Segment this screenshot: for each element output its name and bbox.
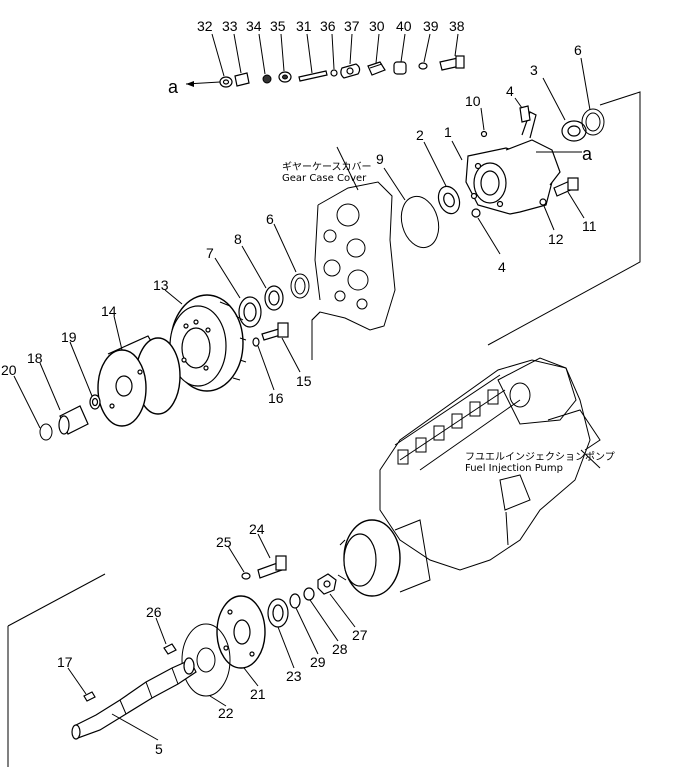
label-11: 11: [582, 218, 597, 234]
label-21: 21: [250, 686, 266, 702]
bearing-7: [238, 296, 262, 328]
gear-case-caption-en: Gear Case Cover: [282, 173, 367, 184]
label-29: 29: [310, 654, 326, 670]
label-15: 15: [296, 373, 312, 389]
seal-3: [561, 120, 587, 142]
label-31: 31: [296, 18, 312, 34]
gear-13: [169, 294, 247, 392]
label-4-top: 4: [506, 83, 514, 99]
bearing-23: [267, 598, 289, 628]
label-28: 28: [332, 641, 348, 657]
top-leaders: [211, 33, 459, 77]
seal-8: [264, 285, 284, 311]
pump-caption-jp: フユエルインジェクションポンプ: [465, 451, 615, 463]
label-1: 1: [444, 124, 452, 140]
label-4-bottom: 4: [498, 259, 506, 275]
label-30: 30: [369, 18, 385, 34]
label-6-top: 6: [574, 42, 582, 58]
label-35: 35: [270, 18, 286, 34]
bearing-2: [437, 185, 461, 215]
bolt-24: [257, 555, 287, 579]
nut-27: [317, 573, 337, 595]
fuel-injection-pump: [337, 357, 601, 597]
label-17: 17: [57, 654, 73, 670]
bolt-15: [252, 322, 289, 347]
ring-20: [39, 423, 53, 441]
label-2: 2: [416, 127, 424, 143]
hub-14: [97, 335, 181, 427]
label-37: 37: [344, 18, 360, 34]
label-14: 14: [101, 303, 117, 319]
gear-case-cover: [311, 146, 396, 360]
label-36: 36: [320, 18, 336, 34]
label-7: 7: [206, 245, 214, 261]
ref-a-left: a: [168, 77, 179, 97]
washer-28: [303, 587, 315, 601]
gear-case-caption-jp: ギヤーケースカバー: [282, 161, 372, 173]
part-number-labels: 32 33 34 35 31 36 37 30 40 39 38 a 6 3 1…: [1, 18, 615, 757]
leader-lines: [13, 57, 601, 741]
label-40: 40: [396, 18, 412, 34]
label-6-mid: 6: [266, 211, 274, 227]
label-16: 16: [268, 390, 284, 406]
label-23: 23: [286, 668, 302, 684]
flange-21: [216, 595, 266, 669]
frame-lines: [7, 91, 641, 767]
label-19: 19: [61, 329, 77, 345]
pump-caption-en: Fuel Injection Pump: [465, 463, 563, 474]
label-20: 20: [1, 362, 17, 378]
label-26: 26: [146, 604, 162, 620]
key-17: [83, 691, 96, 702]
label-34: 34: [246, 18, 262, 34]
label-18: 18: [27, 350, 43, 366]
label-9: 9: [376, 151, 384, 167]
gasket-6-top: [581, 108, 605, 136]
label-33: 33: [222, 18, 238, 34]
label-3: 3: [530, 62, 538, 78]
label-24: 24: [249, 521, 265, 537]
bush-18: [58, 405, 89, 435]
label-39: 39: [423, 18, 439, 34]
label-22: 22: [218, 705, 234, 721]
label-25: 25: [216, 534, 232, 550]
housing-1: [465, 111, 582, 215]
label-10: 10: [465, 93, 481, 109]
washer-25: [241, 572, 251, 580]
label-27: 27: [352, 627, 368, 643]
gasket-22: [181, 623, 231, 697]
washer-29: [289, 593, 301, 609]
gasket-6-mid: [290, 273, 310, 299]
bolts-housing: [471, 105, 579, 218]
ref-a-right: a: [582, 144, 593, 164]
shaft-5: [71, 657, 197, 740]
label-38: 38: [449, 18, 465, 34]
o-ring-9: [400, 195, 440, 249]
top-fittings-row: [185, 55, 465, 88]
key-26: [163, 643, 177, 655]
label-5: 5: [155, 741, 163, 757]
label-12: 12: [548, 231, 564, 247]
label-32: 32: [197, 18, 213, 34]
label-8: 8: [234, 231, 242, 247]
label-13: 13: [153, 277, 169, 293]
